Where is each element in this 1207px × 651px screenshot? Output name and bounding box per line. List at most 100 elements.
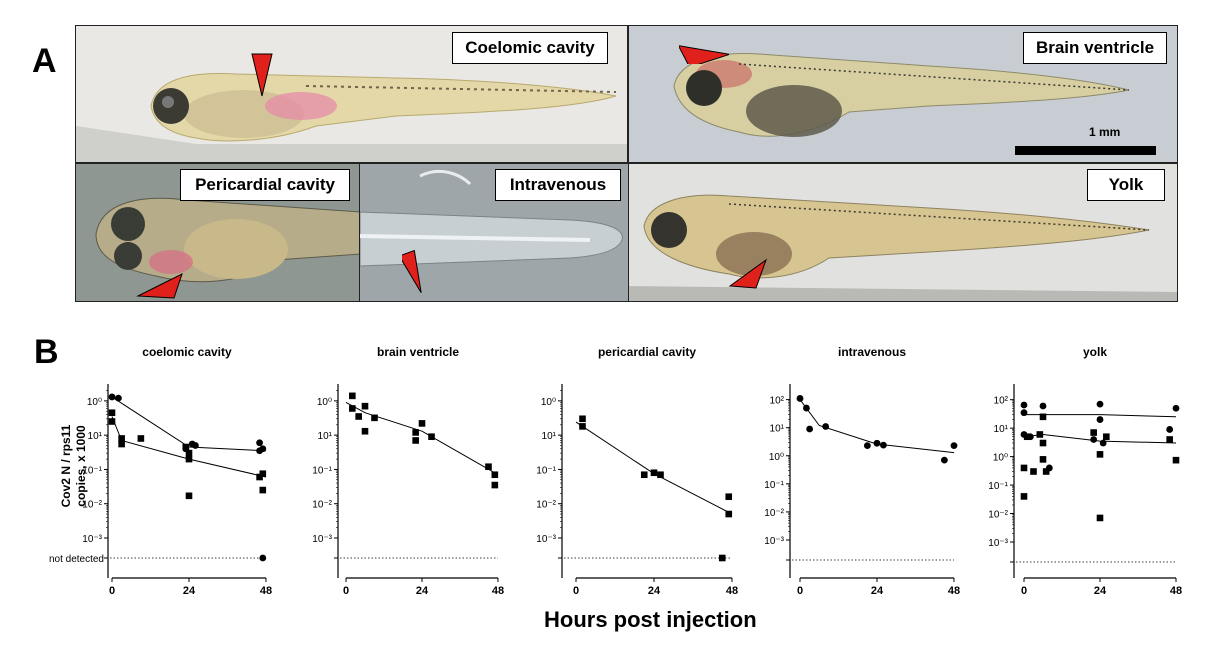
data-point-square [725, 493, 733, 501]
data-point-square [1166, 436, 1173, 443]
data-point-square [137, 435, 145, 442]
data-point-square [657, 471, 664, 479]
larva-pericardial-image [95, 197, 359, 283]
trend-line [799, 399, 955, 454]
red-arrowhead-icon [136, 273, 183, 299]
label-pericardial-cavity: Pericardial cavity [180, 169, 350, 201]
data-point-circle [873, 439, 881, 447]
label-coelomic-cavity: Coelomic cavity [452, 32, 608, 64]
x-tick-label: 0 [797, 585, 803, 597]
x-tick-label: 24 [871, 585, 884, 597]
y-tick-label: 10¹ [542, 431, 557, 442]
data-point-square [1039, 413, 1047, 421]
data-point-square [428, 433, 435, 441]
photo-brain-ventricle: Brain ventricle 1 mm [628, 25, 1178, 163]
data-point-square [1096, 451, 1104, 458]
data-point-square [1036, 431, 1044, 438]
data-point-circle [108, 393, 116, 401]
data-point-square [418, 420, 426, 427]
panel-a-letter: A [32, 42, 57, 80]
data-point-square [1030, 468, 1037, 475]
data-point-circle [940, 456, 948, 464]
y-tick-label: 10⁻² [988, 510, 1008, 521]
y-tick-label: 10¹ [88, 431, 103, 442]
data-point-square [1172, 456, 1180, 464]
data-point-square [491, 481, 499, 489]
trend-line [345, 401, 499, 476]
data-point-square [349, 392, 356, 400]
data-point-square [650, 469, 658, 477]
data-point-square [259, 470, 267, 478]
y-tick-label: 10⁻³ [312, 534, 332, 545]
data-point-square [1023, 433, 1031, 441]
x-tick-label: 48 [948, 585, 960, 597]
data-point-square [108, 409, 116, 417]
data-point-square [1039, 439, 1047, 447]
trend-line [111, 396, 267, 452]
data-point-square [725, 510, 733, 518]
y-tick-label: 10⁻³ [764, 536, 784, 547]
data-point-circle [1090, 436, 1098, 443]
x-tick-label: 48 [260, 585, 272, 597]
data-point-square [579, 423, 586, 430]
chart-title: intravenous [838, 345, 906, 359]
y-tick-label: 10⁻³ [82, 534, 102, 545]
scale-bar-label: 1 mm [1089, 125, 1121, 139]
label-yolk: Yolk [1087, 169, 1165, 201]
y-tick-label: 10⁻² [536, 500, 556, 511]
data-point-square [485, 463, 492, 471]
photo-pericardial-cavity: Pericardial cavity [75, 163, 360, 302]
data-point-circle [259, 445, 267, 453]
photo-coelomic-cavity: Coelomic cavity [75, 25, 628, 163]
data-point-square [259, 486, 267, 494]
x-tick-label: 48 [726, 585, 738, 597]
larva-yolk-image [629, 194, 1177, 301]
trend-line [1023, 433, 1177, 444]
data-point-square [256, 473, 263, 481]
trend-line [575, 421, 733, 515]
trend-line [111, 416, 267, 478]
data-point-square [182, 443, 190, 451]
chart-title: pericardial cavity [598, 345, 696, 359]
data-point-circle [256, 439, 263, 447]
data-point-square [1039, 456, 1047, 463]
data-point-circle [1020, 401, 1028, 409]
data-point-square [185, 455, 193, 463]
data-point-square [108, 418, 116, 425]
y-tick-label: 10⁰ [993, 453, 1008, 464]
data-point-circle [1096, 400, 1104, 408]
red-arrowhead-icon [728, 258, 768, 289]
larva-coelomic-image [76, 73, 627, 162]
data-point-circle [115, 394, 122, 402]
data-point-circle [1172, 404, 1180, 412]
y-tick-label: 10⁻² [82, 500, 102, 511]
y-tick-label: 10⁻³ [988, 538, 1008, 549]
data-point-circle [863, 442, 871, 450]
photo-yolk: Yolk [628, 163, 1178, 302]
larva-brain-image [673, 53, 1130, 137]
data-point-square [579, 415, 586, 423]
data-point-circle [796, 395, 804, 402]
data-point-square [1090, 429, 1097, 436]
y-tick-label: 10⁻¹ [312, 465, 332, 476]
trend-line [1024, 414, 1177, 418]
chart-title: brain ventricle [377, 345, 459, 359]
data-point-circle [1039, 402, 1047, 410]
x-tick-label: 24 [416, 585, 429, 597]
data-point-square [412, 429, 419, 436]
x-tick-label: 0 [343, 585, 349, 597]
data-point-circle [1020, 409, 1028, 417]
data-point-circle [1096, 416, 1104, 423]
y-tick-label: 10⁰ [541, 397, 556, 408]
y-tick-label: 10⁻³ [536, 534, 556, 545]
chart-title: coelomic cavity [142, 345, 232, 359]
x-tick-label: 24 [1094, 585, 1107, 597]
data-point-circle [950, 442, 958, 450]
x-tick-label: 48 [492, 585, 504, 597]
data-point-circle [822, 423, 830, 430]
